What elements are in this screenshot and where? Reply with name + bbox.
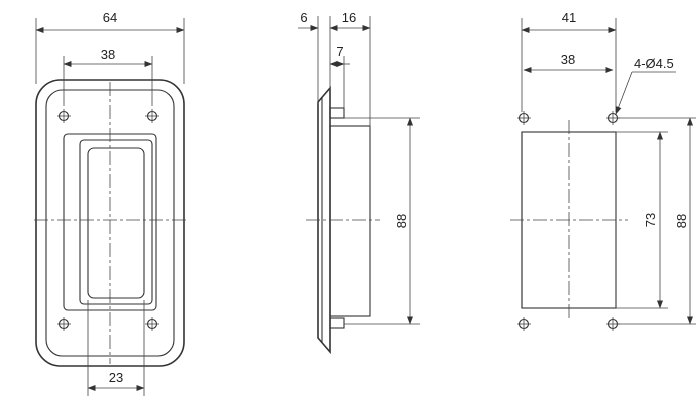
dimension-hole-spacing: 38 — [101, 47, 115, 62]
hole-callout-leader — [615, 71, 633, 115]
stud-top — [329, 107, 345, 119]
dimension-back-body-height: 73 — [643, 213, 658, 227]
back-hole-top-right — [606, 111, 620, 125]
back-view: 41 38 4-Ø4.5 73 88 — [510, 10, 696, 331]
back-hole-bottom-left — [517, 317, 531, 331]
outer-flange-outline — [35, 79, 185, 367]
dimension-overall-width: 64 — [103, 10, 117, 25]
mounting-hole-bottom-right — [145, 317, 159, 331]
back-hole-top-left — [517, 111, 531, 125]
recess-frame-outline — [79, 139, 153, 305]
flange-profile — [317, 85, 331, 355]
dimension-flange-thickness: 6 — [300, 10, 307, 25]
dimension-back-width: 41 — [562, 10, 576, 25]
mounting-hole-top-right — [145, 109, 159, 123]
front-view: 64 38 23 — [34, 10, 186, 396]
hole-callout: 4-Ø4.5 — [634, 56, 674, 71]
recess-inner-outline — [87, 147, 145, 299]
dimension-total-depth: 16 — [342, 10, 356, 25]
stud-bottom — [329, 317, 345, 329]
body-profile — [329, 125, 371, 317]
back-hole-bottom-right — [606, 317, 620, 331]
dimension-back-height: 88 — [674, 214, 689, 228]
mounting-hole-bottom-left — [57, 317, 71, 331]
side-view: 6 16 7 88 — [298, 10, 420, 355]
dimension-recess-width: 23 — [109, 370, 123, 385]
mounting-hole-top-left — [57, 109, 71, 123]
dimension-back-hole-spacing: 38 — [561, 52, 575, 67]
dimension-height: 88 — [394, 214, 409, 228]
dimension-body-depth: 7 — [336, 44, 343, 59]
